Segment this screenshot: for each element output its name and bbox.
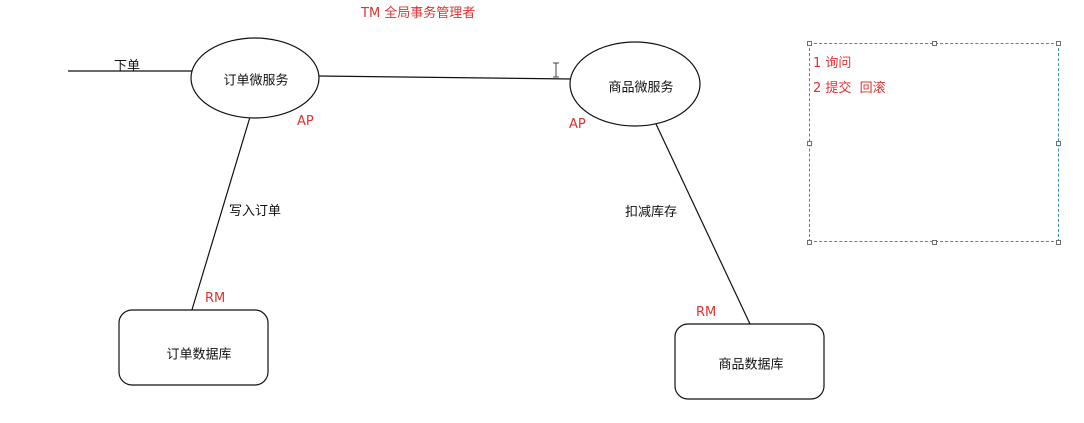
resize-handle-bottom-center[interactable] [932,240,937,245]
resize-handle-top-right[interactable] [1056,41,1061,46]
deduct-stock-edge [655,123,751,325]
ap-goods-label: AP [569,117,586,132]
resize-handle-middle-right[interactable] [1056,141,1061,146]
resize-handle-middle-left[interactable] [807,141,812,146]
rm-order-label: RM [205,291,226,306]
goods-db-node[interactable] [674,323,825,400]
order-service-label: 订单微服务 [223,73,289,89]
order-db-label: 订单数据库 [166,347,232,363]
order-service-node[interactable] [190,37,320,119]
service-link-edge [317,75,573,80]
deduct-stock-label: 扣减库存 [625,205,678,220]
resize-handle-bottom-right[interactable] [1056,240,1061,245]
note-line-query: 1 询问 [813,56,852,71]
note-line-commit-rollback: 2 提交 回滚 [813,81,886,96]
order-db-node[interactable] [118,309,269,386]
goods-service-label: 商品微服务 [608,80,674,96]
rm-goods-label: RM [696,305,717,320]
goods-service-node[interactable] [569,41,701,127]
place-order-label: 下单 [114,59,141,74]
text-cursor-icon [553,62,559,78]
diagram-title: TM 全局事务管理者 [361,6,476,21]
ap-order-label: AP [297,114,314,129]
write-order-edge [190,116,251,314]
write-order-label: 写入订单 [229,204,282,219]
resize-handle-top-center[interactable] [932,41,937,46]
resize-handle-top-left[interactable] [807,41,812,46]
goods-db-label: 商品数据库 [718,357,784,373]
note-textbox[interactable]: 1 询问 2 提交 回滚 [809,43,1059,242]
resize-handle-bottom-left[interactable] [807,240,812,245]
